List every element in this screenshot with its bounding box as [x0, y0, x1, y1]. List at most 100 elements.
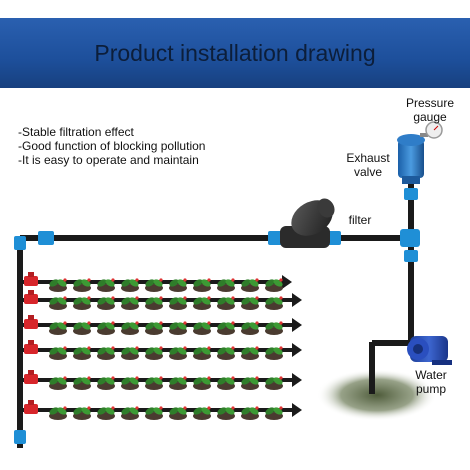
plant-berry [255, 406, 259, 410]
drip-line-end [292, 373, 302, 387]
plant-berry [63, 346, 67, 350]
drip-line-end [292, 403, 302, 417]
plant-leaf [49, 377, 59, 385]
plant-berry [111, 376, 115, 380]
plant-leaf [241, 347, 251, 355]
valve-handle [28, 370, 34, 375]
pipe-connector [14, 430, 26, 444]
plant-leaf [121, 347, 131, 355]
plant-berry [255, 278, 259, 282]
drip-line-end [292, 343, 302, 357]
plant-leaf [97, 377, 107, 385]
plant-berry [279, 296, 283, 300]
plant-berry [159, 376, 163, 380]
valve-handle [28, 315, 34, 320]
plant-berry [279, 346, 283, 350]
plant-berry [255, 346, 259, 350]
grass-patch [317, 369, 437, 421]
plant-leaf [97, 297, 107, 305]
plant-leaf [193, 407, 203, 415]
plant-leaf [145, 279, 155, 287]
plant-berry [63, 278, 67, 282]
plant-leaf [97, 407, 107, 415]
plant-berry [279, 278, 283, 282]
plant-berry [87, 321, 91, 325]
label-line: valve [353, 165, 382, 179]
plant-berry [231, 296, 235, 300]
plant-leaf [241, 322, 251, 330]
plant-leaf [169, 347, 179, 355]
plant-leaf [193, 377, 203, 385]
plant-berry [231, 346, 235, 350]
label-line: pump [415, 382, 447, 396]
plant-berry [207, 376, 211, 380]
red-valve-icon [24, 404, 38, 414]
plant-leaf [73, 407, 83, 415]
plant-leaf [241, 407, 251, 415]
plant-leaf [217, 279, 227, 287]
pressure-gauge-label: Pressure gauge [397, 96, 463, 124]
filter-icon [280, 198, 335, 248]
pipe-connector [14, 236, 26, 250]
plant-leaf [265, 297, 275, 305]
plant-leaf [121, 297, 131, 305]
plant-leaf [97, 347, 107, 355]
plant-leaf [73, 347, 83, 355]
plant-berry [135, 278, 139, 282]
feature-list: -Stable filtration effect -Good function… [18, 125, 205, 167]
plant-leaf [217, 297, 227, 305]
valve-handle [28, 290, 34, 295]
plant-berry [135, 296, 139, 300]
plant-leaf [169, 279, 179, 287]
plant-berry [111, 321, 115, 325]
plant-leaf [193, 322, 203, 330]
feature-item: -Good function of blocking pollution [18, 139, 206, 153]
plant-berry [279, 406, 283, 410]
plant-leaf [217, 322, 227, 330]
plant-berry [159, 296, 163, 300]
plant-leaf [49, 347, 59, 355]
plant-berry [111, 278, 115, 282]
plant-leaf [73, 322, 83, 330]
drip-rows [20, 272, 302, 420]
plant-leaf [265, 377, 275, 385]
plant-berry [63, 296, 67, 300]
pipe-connector [404, 188, 418, 200]
plant-berry [135, 376, 139, 380]
plant-berry [159, 321, 163, 325]
plant-leaf [193, 279, 203, 287]
pipe-connector [404, 250, 418, 262]
label-line: gauge [413, 110, 447, 124]
plant-berry [255, 296, 259, 300]
plant-leaf [145, 407, 155, 415]
label-line: Exhaust [346, 151, 390, 165]
plant-leaf [121, 377, 131, 385]
plant-leaf [169, 377, 179, 385]
plant-leaf [193, 347, 203, 355]
plant-berry [207, 346, 211, 350]
plant-berry [279, 321, 283, 325]
water-pump-icon [407, 336, 452, 365]
plant-leaf [97, 279, 107, 287]
plant-berry [87, 406, 91, 410]
plant-berry [159, 346, 163, 350]
valve-handle [28, 272, 34, 277]
plant-berry [111, 296, 115, 300]
plant-berry [207, 296, 211, 300]
red-valve-icon [24, 319, 38, 329]
plant-leaf [121, 407, 131, 415]
plant-berry [159, 278, 163, 282]
plant-berry [183, 406, 187, 410]
red-valve-icon [24, 276, 38, 286]
plant-leaf [145, 322, 155, 330]
plant-leaf [73, 279, 83, 287]
plant-leaf [241, 377, 251, 385]
plant-berry [111, 346, 115, 350]
plant-leaf [121, 279, 131, 287]
plant-leaf [97, 322, 107, 330]
plant-berry [255, 376, 259, 380]
plant-berry [135, 406, 139, 410]
page-title: Product installation drawing [94, 40, 376, 66]
plant-leaf [241, 297, 251, 305]
